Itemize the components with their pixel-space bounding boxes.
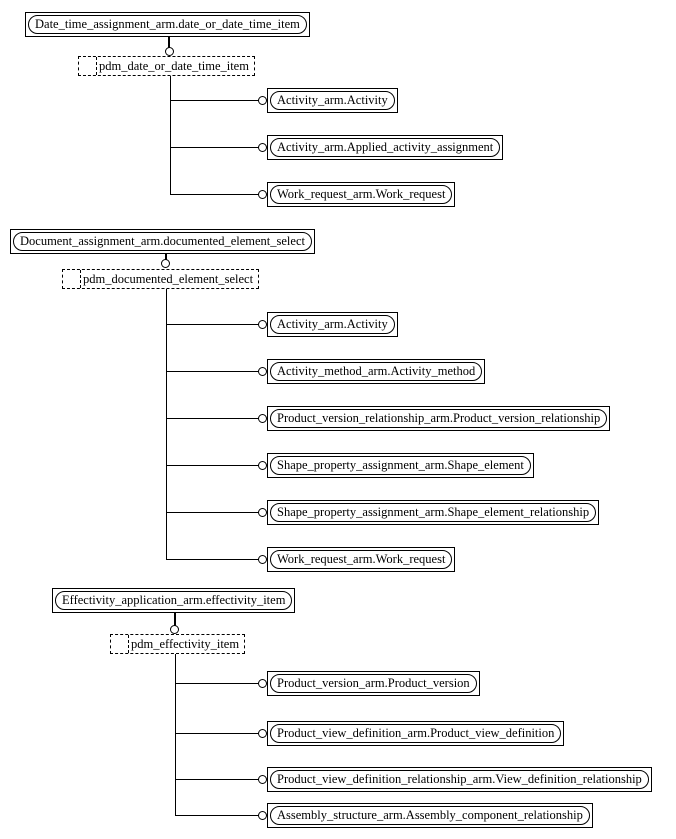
open-circle-icon [258, 143, 267, 152]
connector-line [174, 612, 176, 626]
connector-line [166, 371, 260, 372]
connector-line [166, 465, 260, 466]
child-entity-box: Shape_property_assignment_arm.Shape_elem… [267, 453, 534, 478]
select-type-label: pdm_documented_element_select [83, 272, 254, 286]
open-circle-icon [258, 508, 267, 517]
connector-line [166, 512, 260, 513]
child-entity-label: Activity_method_arm.Activity_method [270, 362, 483, 381]
parent-entity-label: Document_assignment_arm.documented_eleme… [13, 232, 312, 251]
connector-line [170, 76, 171, 195]
select-type-box: pdm_documented_element_select [62, 269, 260, 289]
child-entity-label: Shape_property_assignment_arm.Shape_elem… [270, 503, 597, 522]
child-entity-label: Product_version_relationship_arm.Product… [270, 409, 608, 428]
open-circle-icon [258, 775, 267, 784]
connector-line [170, 194, 260, 195]
open-circle-icon [258, 729, 267, 738]
parent-entity-label: Effectivity_application_arm.effectivity_… [55, 591, 293, 610]
connector-line [175, 683, 260, 684]
connector-line [166, 289, 167, 560]
child-entity-box: Activity_arm.Activity [267, 312, 398, 337]
open-circle-icon [165, 47, 174, 56]
child-entity-box: Activity_arm.Activity [267, 88, 398, 113]
connector-line [170, 100, 260, 101]
connector-line [175, 733, 260, 734]
open-circle-icon [258, 414, 267, 423]
open-circle-icon [258, 190, 267, 199]
child-entity-box: Product_view_definition_arm.Product_view… [267, 721, 565, 746]
select-divider [80, 270, 81, 288]
connector-line [165, 253, 167, 260]
parent-entity-box: Date_time_assignment_arm.date_or_date_ti… [25, 12, 310, 37]
child-entity-box: Product_version_relationship_arm.Product… [267, 406, 611, 431]
child-entity-label: Shape_property_assignment_arm.Shape_elem… [270, 456, 531, 475]
connector-line [175, 654, 176, 816]
connector-line [170, 147, 260, 148]
child-entity-label: Product_view_definition_arm.Product_view… [270, 724, 562, 743]
connector-line [175, 815, 260, 816]
child-entity-label: Activity_arm.Activity [270, 91, 395, 110]
child-entity-box: Product_version_arm.Product_version [267, 671, 480, 696]
select-type-label: pdm_effectivity_item [131, 637, 240, 651]
select-divider [96, 57, 97, 75]
open-circle-icon [161, 259, 170, 268]
select-type-box: pdm_date_or_date_time_item [78, 56, 255, 76]
child-entity-box: Work_request_arm.Work_request [267, 547, 456, 572]
parent-entity-box: Document_assignment_arm.documented_eleme… [10, 229, 315, 254]
select-divider [128, 635, 129, 653]
open-circle-icon [258, 96, 267, 105]
parent-entity-label: Date_time_assignment_arm.date_or_date_ti… [28, 15, 307, 34]
child-entity-box: Product_view_definition_relationship_arm… [267, 767, 652, 792]
child-entity-box: Shape_property_assignment_arm.Shape_elem… [267, 500, 600, 525]
connector-line [166, 324, 260, 325]
child-entity-label: Activity_arm.Applied_activity_assignment [270, 138, 501, 157]
open-circle-icon [170, 625, 179, 634]
parent-entity-box: Effectivity_application_arm.effectivity_… [52, 588, 296, 613]
select-type-box: pdm_effectivity_item [110, 634, 246, 654]
child-entity-label: Product_version_arm.Product_version [270, 674, 477, 693]
child-entity-label: Work_request_arm.Work_request [270, 185, 453, 204]
child-entity-label: Assembly_structure_arm.Assembly_componen… [270, 806, 590, 825]
open-circle-icon [258, 367, 267, 376]
child-entity-box: Assembly_structure_arm.Assembly_componen… [267, 803, 593, 828]
open-circle-icon [258, 811, 267, 820]
child-entity-label: Work_request_arm.Work_request [270, 550, 453, 569]
connector-line [166, 559, 260, 560]
child-entity-label: Product_view_definition_relationship_arm… [270, 770, 649, 789]
select-type-label: pdm_date_or_date_time_item [99, 59, 249, 73]
connector-line [175, 779, 260, 780]
child-entity-box: Activity_arm.Applied_activity_assignment [267, 135, 504, 160]
connector-line [166, 418, 260, 419]
open-circle-icon [258, 461, 267, 470]
child-entity-label: Activity_arm.Activity [270, 315, 395, 334]
child-entity-box: Activity_method_arm.Activity_method [267, 359, 486, 384]
open-circle-icon [258, 679, 267, 688]
connector-line [168, 36, 170, 48]
open-circle-icon [258, 320, 267, 329]
open-circle-icon [258, 555, 267, 564]
child-entity-box: Work_request_arm.Work_request [267, 182, 456, 207]
